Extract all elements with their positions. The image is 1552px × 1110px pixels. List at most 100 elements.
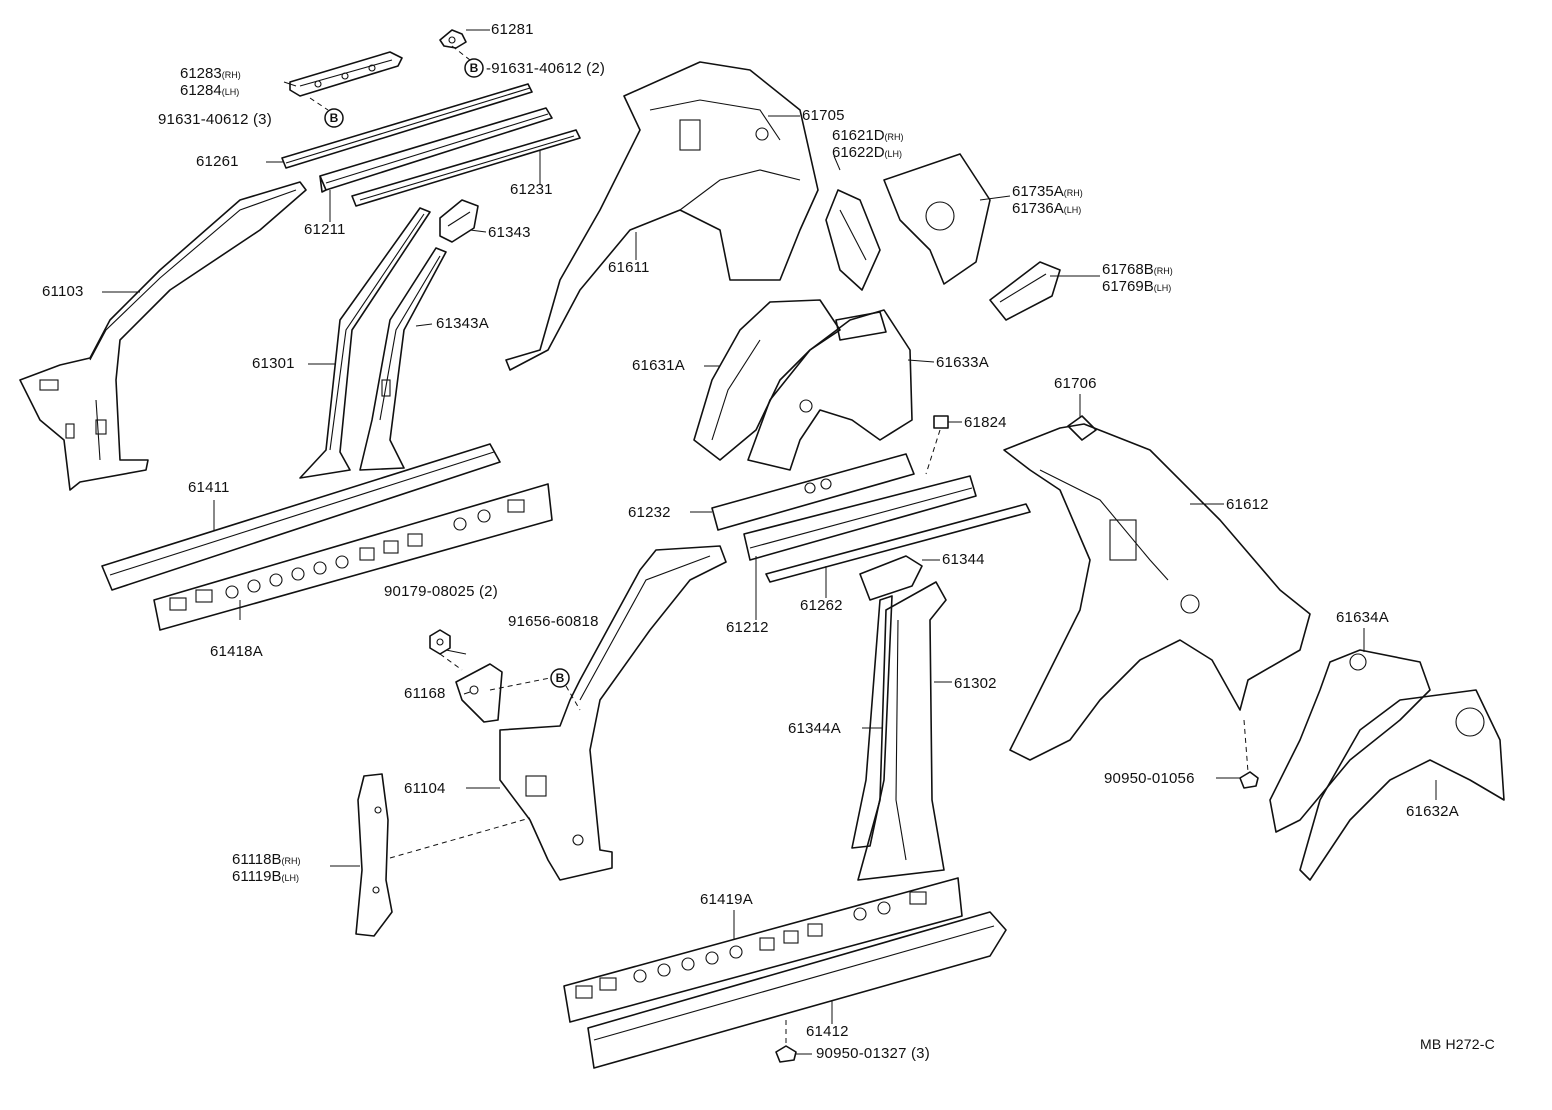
label-61211: 61211 (304, 221, 346, 238)
part-61824 (933, 415, 949, 429)
label-61621D-61622D: 61621D(RH) 61622D(LH) (832, 128, 904, 162)
svg-text:B: B (470, 61, 479, 75)
bolt-marker-left: B (324, 108, 344, 128)
suffix-lh: (LH) (281, 873, 300, 883)
part-61261 (281, 83, 533, 169)
label-61343A: 61343A (436, 315, 489, 332)
part-61344 (859, 555, 923, 601)
part-61634A (1269, 649, 1431, 833)
suffix-rh: (RH) (281, 856, 301, 866)
suffix-rh: (RH) (1153, 266, 1173, 276)
figure-code: MB H272-C (1420, 1036, 1495, 1052)
label-61621D: 61621D (832, 127, 885, 144)
label-61168: 61168 (404, 685, 446, 702)
part-61735A (883, 153, 991, 285)
part-90950-01056 (1239, 771, 1259, 789)
leader-lines (102, 29, 1437, 1055)
part-61281 (439, 29, 467, 49)
suffix-rh: (RH) (884, 132, 904, 142)
label-61736A: 61736A (1012, 200, 1064, 217)
label-61262: 61262 (800, 597, 843, 614)
part-61231 (351, 129, 581, 207)
label-61611: 61611 (608, 259, 650, 276)
label-61411: 61411 (188, 479, 230, 496)
label-90950-bottom: 90950-01327 (3) (816, 1045, 930, 1062)
label-61301: 61301 (252, 355, 295, 372)
bolt-marker-top: B (464, 58, 484, 78)
label-61824: 61824 (964, 414, 1007, 431)
label-91656: 91656-60818 (508, 613, 599, 630)
label-61769B: 61769B (1102, 278, 1154, 295)
label-61231: 61231 (510, 181, 553, 198)
part-61418A (153, 483, 553, 631)
label-91631-left: 91631-40612 (3) (158, 111, 272, 128)
label-61343: 61343 (488, 224, 531, 241)
assembly-lines (309, 45, 1249, 1046)
part-61632A (1299, 689, 1505, 881)
part-61411 (101, 443, 501, 591)
suffix-lh: (LH) (1063, 205, 1082, 215)
label-61104: 61104 (404, 780, 446, 797)
part-61344A (851, 595, 893, 849)
label-61705: 61705 (802, 107, 845, 124)
label-61344: 61344 (942, 551, 985, 568)
suffix-lh: (LH) (221, 87, 240, 97)
part-61103 (19, 181, 307, 491)
label-61103: 61103 (42, 283, 84, 300)
label-61283-61284: 61283(RH) 61284(LH) (180, 66, 241, 100)
label-61706: 61706 (1054, 375, 1097, 392)
suffix-rh: (RH) (1063, 188, 1083, 198)
part-61706 (1067, 415, 1097, 441)
label-61418A: 61418A (210, 643, 263, 660)
label-61302: 61302 (954, 675, 997, 692)
part-61212 (743, 475, 977, 561)
label-61232: 61232 (628, 504, 671, 521)
part-61283 (289, 51, 403, 97)
label-61119B: 61119B (232, 868, 282, 885)
label-61344A: 61344A (788, 720, 841, 737)
label-61419A: 61419A (700, 891, 753, 908)
part-61301 (299, 207, 431, 479)
svg-text:B: B (330, 111, 339, 125)
part-61611 (505, 61, 819, 371)
label-61768B-61769B: 61768B(RH) 61769B(LH) (1102, 262, 1173, 296)
label-61612: 61612 (1226, 496, 1269, 513)
bolt-marker-lower: B (550, 668, 570, 688)
label-91631-top: -91631-40612 (2) (486, 60, 606, 77)
label-61631A: 61631A (632, 357, 685, 374)
label-61281: 61281 (491, 21, 534, 38)
part-61621D (825, 189, 881, 291)
part-61232 (711, 453, 915, 531)
label-61768B: 61768B (1102, 261, 1154, 278)
label-61118B-61119B: 61118B(RH) 61119B(LH) (232, 852, 301, 886)
label-61622D: 61622D (832, 144, 885, 161)
part-61168 (455, 663, 503, 723)
label-61283: 61283 (180, 65, 222, 82)
label-90950-right: 90950-01056 (1104, 770, 1195, 787)
label-61284: 61284 (180, 82, 222, 99)
part-61768B (989, 261, 1061, 321)
part-61412 (587, 911, 1007, 1069)
label-61632A: 61632A (1406, 803, 1459, 820)
part-61262 (765, 503, 1031, 583)
suffix-lh: (LH) (1153, 283, 1172, 293)
label-90179: 90179-08025 (2) (384, 583, 498, 600)
label-61261: 61261 (196, 153, 239, 170)
part-61419A (563, 877, 963, 1023)
part-90950-01327 (775, 1045, 797, 1063)
part-61631A (693, 299, 841, 461)
part-61343A (359, 247, 447, 471)
part-61104 (499, 545, 727, 881)
part-61118B (355, 773, 393, 937)
label-61118B: 61118B (232, 851, 282, 868)
label-61633A: 61633A (936, 354, 989, 371)
label-61735A-61736A: 61735A(RH) 61736A(LH) (1012, 184, 1083, 218)
suffix-lh: (LH) (884, 149, 903, 159)
part-61302 (857, 581, 947, 881)
part-61211 (319, 107, 553, 193)
label-61634A: 61634A (1336, 609, 1389, 626)
suffix-rh: (RH) (221, 70, 241, 80)
part-90179 (429, 629, 451, 655)
part-61343 (439, 199, 479, 243)
